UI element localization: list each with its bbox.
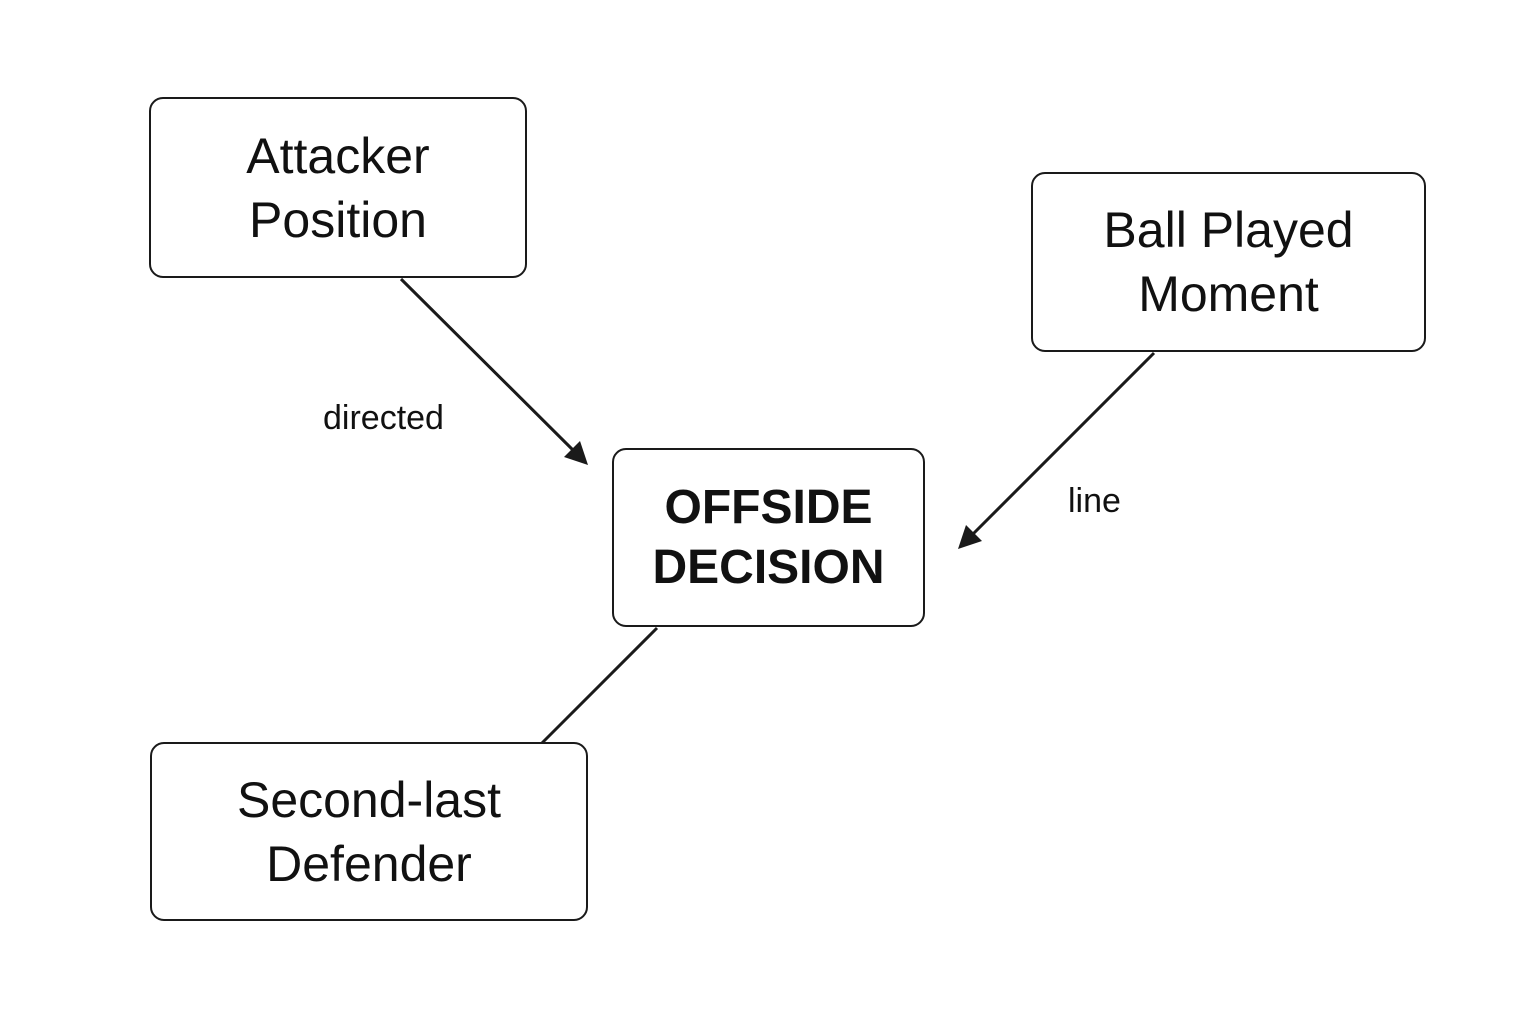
edge-label-line: line bbox=[1068, 482, 1121, 520]
arrow-attacker-to-decision bbox=[399, 277, 587, 464]
node-offside-decision: OFFSIDE DECISION bbox=[612, 448, 925, 627]
node-ball-played-moment: Ball Played Moment bbox=[1031, 172, 1426, 352]
node-label-line: Defender bbox=[266, 835, 472, 892]
arrow-ball-to-decision bbox=[960, 351, 1156, 547]
node-second-last-defender: Second-last Defender bbox=[150, 742, 588, 921]
node-attacker-position: Attacker Position bbox=[149, 97, 527, 278]
node-label-line: Ball Played bbox=[1103, 202, 1354, 258]
node-label-line: Attacker bbox=[246, 127, 430, 184]
node-label-line: Position bbox=[249, 191, 427, 248]
arrowhead-attacker bbox=[564, 441, 588, 465]
edge-label-directed: directed bbox=[323, 399, 444, 437]
node-label-line: DECISION bbox=[652, 540, 885, 594]
connector-decision-to-defender bbox=[540, 626, 659, 745]
arrowhead-ball bbox=[958, 525, 982, 549]
node-label-line: OFFSIDE bbox=[664, 480, 873, 534]
node-label-line: Moment bbox=[1138, 266, 1319, 322]
node-label-line: Second-last bbox=[236, 771, 502, 828]
